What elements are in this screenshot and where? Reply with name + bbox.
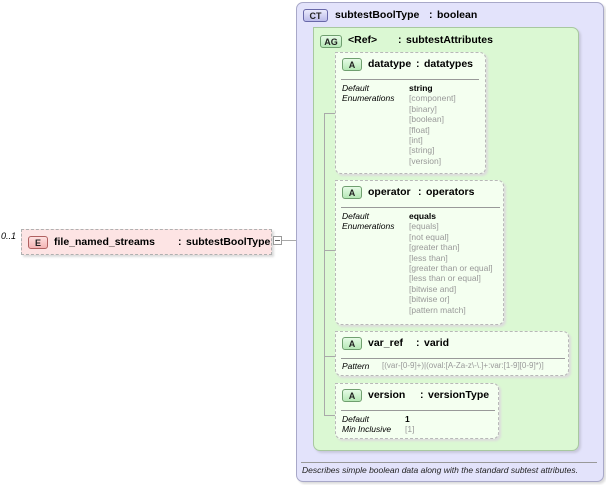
attribute-separator	[341, 79, 479, 80]
element-colon: :	[178, 236, 182, 248]
element-name: file_named_streams	[54, 236, 155, 248]
attribute-icon: A	[342, 58, 362, 71]
attribute-group-name: subtestAttributes	[406, 34, 493, 46]
tree-branch-datatype	[324, 113, 335, 114]
attribute-group-icon: AG	[320, 35, 342, 48]
attribute-values: string [component] [binary] [boolean] [f…	[409, 83, 456, 166]
tree-trunk	[324, 113, 325, 416]
attribute-var-ref[interactable]: A var_ref : varid Pattern [(var-[0-9]+)|…	[335, 331, 569, 376]
attribute-colon: :	[418, 186, 422, 198]
description-separator	[301, 462, 597, 463]
attribute-name: datatype	[368, 58, 412, 70]
attribute-group-ref: <Ref>	[348, 34, 378, 46]
complex-type-name: subtestBoolType	[335, 9, 420, 21]
collapse-toggle[interactable]	[273, 236, 282, 245]
attribute-group-colon: :	[398, 34, 402, 46]
attribute-type: versionType	[428, 389, 490, 401]
element-type: subtestBoolType	[186, 236, 271, 248]
attribute-icon: A	[342, 337, 362, 350]
attribute-type: varid	[424, 337, 450, 349]
attribute-labels: Pattern	[342, 361, 370, 371]
minus-icon	[275, 240, 280, 241]
attribute-type: operators	[426, 186, 475, 198]
attribute-icon: A	[342, 389, 362, 402]
attribute-colon: :	[416, 337, 420, 349]
element-box[interactable]: E file_named_streams : subtestBoolType	[21, 229, 272, 255]
tree-branch-var-ref	[324, 356, 335, 357]
complex-type-description: Describes simple boolean data along with…	[302, 465, 578, 475]
attribute-separator	[341, 358, 565, 359]
tree-branch-operator	[324, 250, 335, 251]
attribute-colon: :	[420, 389, 424, 401]
tree-branch-version	[324, 415, 335, 416]
cardinality-label: 0..1	[1, 231, 17, 241]
attribute-separator	[341, 207, 500, 208]
attribute-labels: Default Enumerations	[342, 211, 395, 232]
attribute-version[interactable]: A version : versionType Default Min Incl…	[335, 383, 499, 439]
complex-type-base: boolean	[437, 9, 478, 21]
attribute-labels: Default Enumerations	[342, 83, 395, 104]
attribute-labels: Default Min Inclusive	[342, 414, 392, 435]
connector-line	[282, 240, 296, 241]
attribute-name: var_ref	[368, 337, 404, 349]
attribute-name: operator	[368, 186, 411, 198]
attribute-colon: :	[416, 58, 420, 70]
complex-type-icon: CT	[303, 9, 328, 22]
attribute-icon: A	[342, 186, 362, 199]
attribute-separator	[341, 410, 495, 411]
attribute-values: [(var-[0-9]+)|(oval:[A-Za-z\-\.]+:var:[1…	[382, 361, 544, 370]
attribute-datatype[interactable]: A datatype : datatypes Default Enumerati…	[335, 52, 486, 174]
attribute-name: version	[368, 389, 406, 401]
attribute-values: 1 [1]	[405, 414, 415, 435]
element-icon: E	[28, 236, 48, 249]
attribute-values: equals [equals] [not equal] [greater tha…	[409, 211, 493, 315]
attribute-operator[interactable]: A operator : operators Default Enumerati…	[335, 180, 504, 325]
complex-type-colon: :	[429, 9, 433, 21]
attribute-type: datatypes	[424, 58, 474, 70]
